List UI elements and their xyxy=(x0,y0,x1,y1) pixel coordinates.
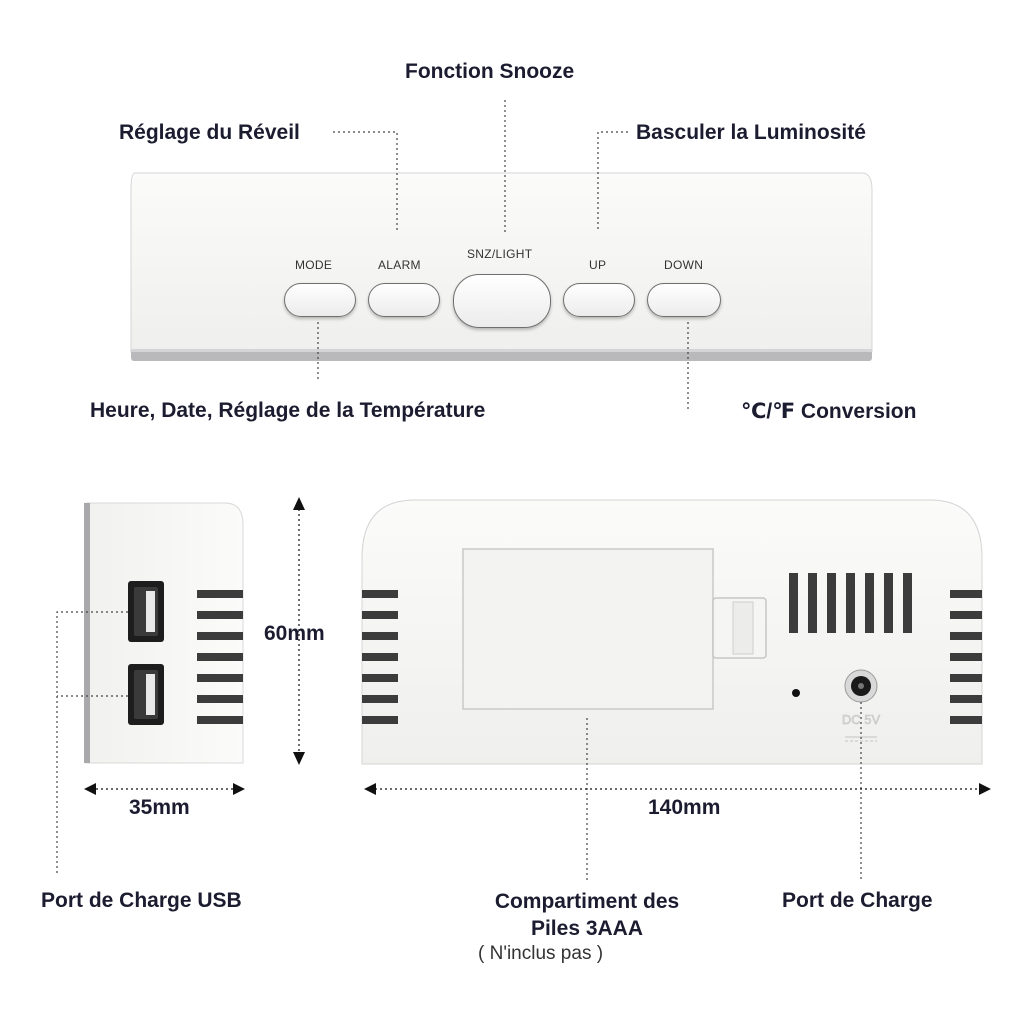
leader-alarm xyxy=(333,131,398,232)
charge-port-label: Port de Charge xyxy=(782,889,933,912)
usb-port-label: Port de Charge USB xyxy=(41,889,242,912)
up-button xyxy=(563,283,635,317)
top-view-device xyxy=(130,172,873,361)
mode-button xyxy=(284,283,356,317)
leader-brightness xyxy=(597,131,628,232)
depth-arrow-left-head xyxy=(84,783,96,795)
down-button xyxy=(647,283,721,317)
snz-button-label: SNZ/LIGHT xyxy=(467,247,533,261)
width-dimension: 140mm xyxy=(648,796,721,819)
back-top-vents xyxy=(789,573,912,633)
snz-light-button xyxy=(453,274,551,328)
dc-jack xyxy=(844,669,878,703)
callout-alarm: Réglage du Réveil xyxy=(119,121,300,144)
alarm-button xyxy=(368,283,440,317)
callout-brightness: Basculer la Luminosité xyxy=(636,121,866,144)
usb-leader xyxy=(56,611,128,875)
back-view-device: DC 5V xyxy=(361,499,983,765)
callout-mode: Heure, Date, Réglage de la Température xyxy=(90,399,486,422)
mode-button-label: MODE xyxy=(295,258,333,272)
back-leaders xyxy=(586,702,862,882)
usb-port-top xyxy=(128,581,164,642)
dc-marking: DC 5V xyxy=(842,712,881,727)
width-arrow-right-head xyxy=(979,783,991,795)
height-arrow-top-head xyxy=(293,497,305,510)
reset-hole xyxy=(792,689,800,697)
back-left-vents xyxy=(362,590,398,724)
up-button-label: UP xyxy=(589,258,607,272)
height-dimension: 60mm xyxy=(264,622,325,645)
depth-dimension: 35mm xyxy=(129,796,190,819)
width-arrow-left-head xyxy=(364,783,376,795)
callout-snooze: Fonction Snooze xyxy=(405,60,575,83)
usb-port-bottom xyxy=(128,664,164,725)
depth-arrow-right-head xyxy=(233,783,245,795)
alarm-button-label: ALARM xyxy=(378,258,421,272)
back-right-vents xyxy=(950,590,982,724)
callout-conversion: ℃/℉ Conversion xyxy=(741,400,917,423)
height-arrow-bottom-head xyxy=(293,752,305,765)
down-button-label: DOWN xyxy=(664,258,704,272)
battery-cover xyxy=(462,548,767,710)
top-callout-lines xyxy=(317,100,689,410)
battery-note: ( N'inclus pas ) xyxy=(478,943,604,964)
side-view-device xyxy=(84,502,244,764)
side-vents xyxy=(197,590,243,724)
